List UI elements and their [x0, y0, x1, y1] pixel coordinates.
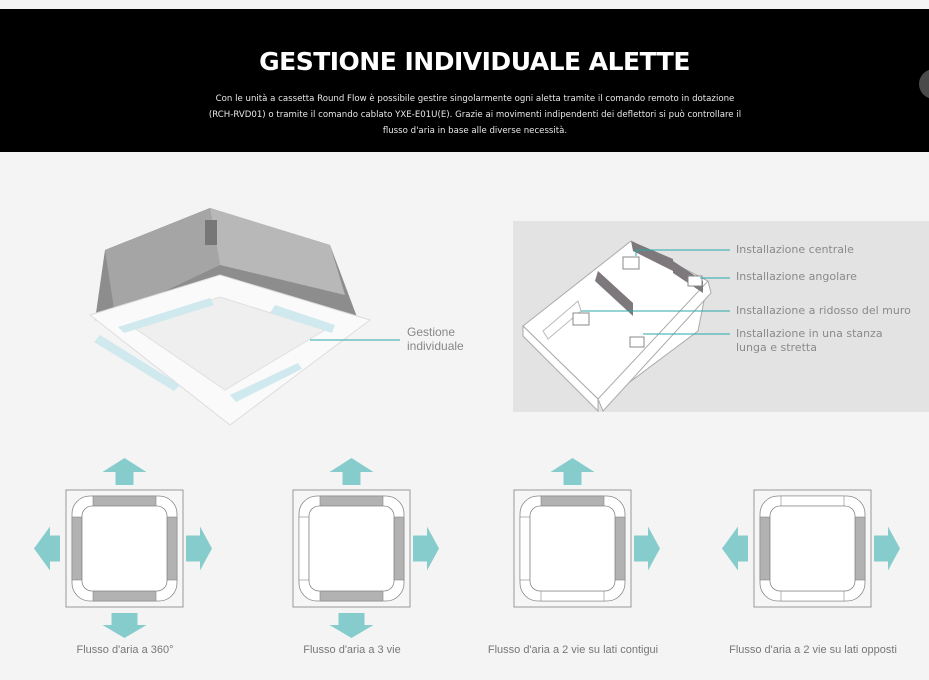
- cassette-label: Gestione individuale: [407, 325, 464, 353]
- arrow-top-icon: [550, 458, 595, 485]
- installation-diagram: Installazione centrale Installazione ang…: [513, 221, 929, 412]
- arrow-bottom-icon: [102, 613, 147, 638]
- carousel-nav-button[interactable]: [919, 69, 929, 99]
- arrow-left-icon: [722, 526, 748, 571]
- top-strip: [0, 0, 929, 9]
- page-title: GESTIONE INDIVIDUALE ALETTE: [259, 47, 690, 76]
- arrow-left-icon: [34, 526, 60, 571]
- hero-banner: GESTIONE INDIVIDUALE ALETTE Con le unità…: [0, 9, 929, 152]
- vane-right: [393, 516, 405, 581]
- flow-diagram: [34, 458, 212, 638]
- install-label-wall: Installazione a ridosso del muro: [736, 304, 911, 317]
- arrow-bottom-icon: [329, 613, 374, 638]
- vane-top: [319, 495, 384, 507]
- install-label-narrow-room: Installazione in una stanza lunga e stre…: [736, 327, 883, 354]
- floorplan-illustration: [522, 240, 730, 412]
- panel-inner-grille: [308, 505, 395, 592]
- vane-left: [298, 516, 310, 581]
- panel-inner-grille: [81, 505, 168, 592]
- flow-option-2way-opposite: Flusso d'aria a 2 vie su lati opposti: [713, 455, 913, 670]
- vane-left: [759, 516, 771, 581]
- arrow-right-icon: [634, 526, 660, 571]
- flow-option-3way: Flusso d'aria a 3 vie: [252, 455, 452, 670]
- panel-inner-grille: [529, 505, 616, 592]
- vane-top: [540, 495, 605, 507]
- panel-inner-grille: [769, 505, 856, 592]
- vane-right: [614, 516, 626, 581]
- flow-diagram: [722, 489, 900, 608]
- arrow-top-icon: [329, 458, 374, 485]
- vane-left: [519, 516, 531, 581]
- vane-bottom: [540, 590, 605, 602]
- hero-description: Con le unità a cassetta Round Flow è pos…: [208, 94, 742, 136]
- vane-top: [780, 495, 845, 507]
- arrow-right-icon: [186, 526, 212, 571]
- vane-right: [166, 516, 178, 581]
- arrow-top-icon: [102, 458, 147, 485]
- flow-label: Flusso d'aria a 2 vie su lati contigui: [487, 644, 659, 656]
- vane-right: [854, 516, 866, 581]
- arrow-right-icon: [413, 526, 439, 571]
- flow-label: Flusso d'aria a 360°: [76, 644, 174, 656]
- flow-diagram: [513, 458, 660, 608]
- vane-bottom: [92, 590, 157, 602]
- flow-option-360: Flusso d'aria a 360°: [25, 455, 225, 670]
- arrow-right-icon: [874, 526, 900, 571]
- flow-option-2way-adjacent: Flusso d'aria a 2 vie su lati contigui: [473, 455, 673, 670]
- vane-bottom: [780, 590, 845, 602]
- flow-label: Flusso d'aria a 2 vie su lati opposti: [729, 644, 897, 656]
- vane-left: [71, 516, 83, 581]
- vane-bottom: [319, 590, 384, 602]
- cassette-unit-illustration: [88, 208, 400, 426]
- vane-top: [92, 495, 157, 507]
- install-label-corner: Installazione angolare: [736, 270, 857, 283]
- flow-label: Flusso d'aria a 3 vie: [303, 644, 401, 656]
- install-label-central: Installazione centrale: [736, 243, 854, 256]
- flow-diagram: [292, 458, 439, 638]
